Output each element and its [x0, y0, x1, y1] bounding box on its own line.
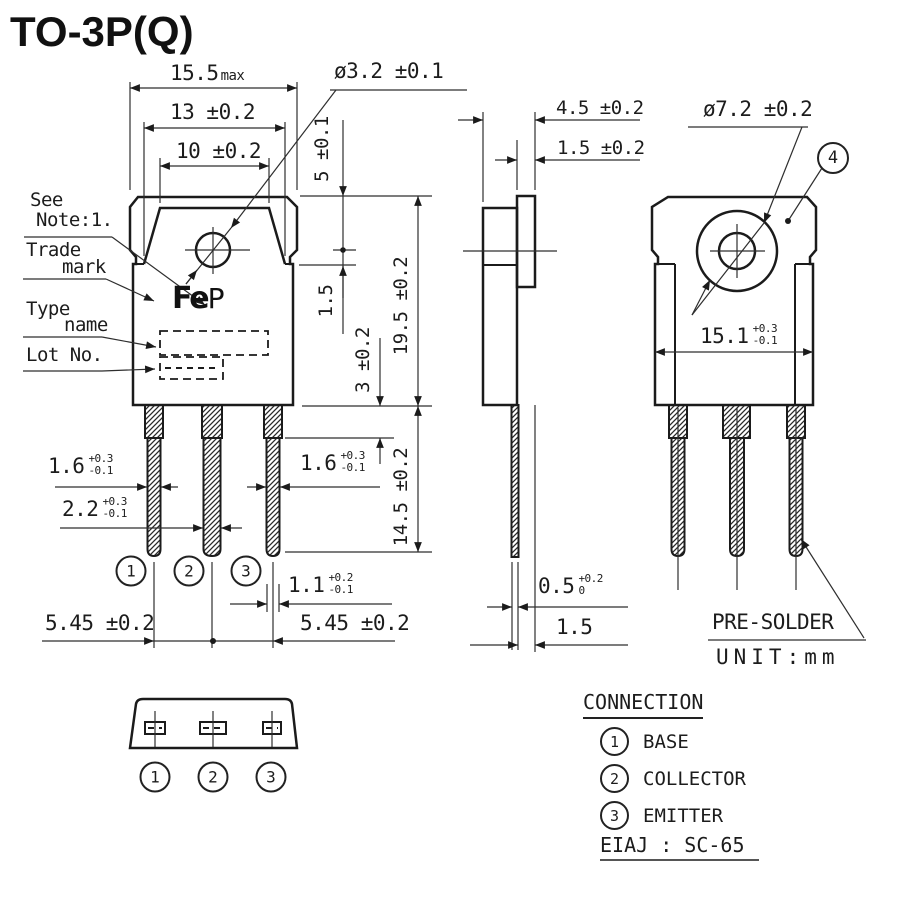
dim-boss-diameter: ø7.2 ±0.2 [703, 97, 813, 121]
front-pin3-number: 3 [230, 555, 262, 587]
dim-pitch-right: 5.45 ±0.2 [300, 611, 410, 635]
connection-pin1-label: BASE [643, 730, 689, 753]
connection-row-base: 1 BASE [600, 727, 746, 756]
dim-lead-offset: 1.5 [556, 615, 593, 639]
bottom-pin3-number: 3 [255, 761, 287, 793]
connection-pin1-number: 1 [600, 727, 629, 756]
dim-tab-thickness: 1.5 ±0.2 [557, 137, 645, 159]
dim-hole-to-step: 1.5 [315, 284, 337, 318]
connection-pin2-number: 2 [600, 764, 629, 793]
connection-row-collector: 2 COLLECTOR [600, 764, 746, 793]
connection-row-emitter: 3 EMITTER [600, 801, 746, 830]
connection-pin2-label: COLLECTOR [643, 767, 746, 790]
manufacturer-logo: FeP [172, 281, 225, 316]
dim-depth: 4.5 ±0.2 [556, 97, 644, 119]
connection-pin3-label: EMITTER [643, 804, 724, 827]
type-name-label-line1: Type [26, 298, 70, 320]
dim-stub-length: 3 ±0.2 [352, 327, 374, 393]
dim-body-height: 19.5 ±0.2 [390, 256, 412, 356]
callout-4-number: 4 [817, 142, 849, 174]
type-name-label-line2: name [64, 314, 108, 336]
dim-hole-from-top: 5 ±0.1 [311, 116, 333, 182]
dim-lead2-width: 2.2+0.3-0.1 [62, 495, 127, 521]
connection-legend: CONNECTION 1 BASE 2 COLLECTOR 3 EMITTER [583, 690, 746, 830]
pre-solder-label: PRE-SOLDER [712, 610, 834, 634]
connection-pin3-number: 3 [600, 801, 629, 830]
page-title: TO-3P(Q) [10, 8, 194, 55]
see-note-label-line2: Note:1. [36, 209, 113, 231]
dim-lead-length: 14.5 ±0.2 [390, 447, 412, 547]
eiaj-standard-label: EIAJ : SC-65 [600, 833, 759, 861]
dim-lead3-width: 1.6+0.3-0.1 [300, 449, 365, 475]
trade-mark-label-line2: mark [62, 256, 106, 278]
see-note-label-line1: See [30, 189, 63, 211]
bottom-pin2-number: 2 [197, 761, 229, 793]
dim-body-width-13: 13 ±0.2 [170, 100, 256, 124]
dim-lead1-width: 1.6+0.3-0.1 [48, 452, 113, 478]
dim-lead-tip-width: 1.1+0.2-0.1 [288, 571, 353, 597]
unit-label: UNIT:mm [716, 645, 840, 669]
front-pin1-number: 1 [115, 555, 147, 587]
dim-pitch-left: 5.45 ±0.2 [45, 611, 155, 635]
dim-body-width-10: 10 ±0.2 [176, 139, 262, 163]
front-pin2-number: 2 [173, 555, 205, 587]
lot-no-label: Lot No. [26, 344, 103, 366]
bottom-pin1-number: 1 [139, 761, 171, 793]
trade-mark-label-line1: Trade [26, 239, 81, 261]
dim-bottom-width: 15.1+0.3-0.1 [700, 322, 778, 348]
connection-heading: CONNECTION [583, 690, 704, 719]
dim-hole-diameter: ø3.2 ±0.1 [334, 59, 444, 83]
